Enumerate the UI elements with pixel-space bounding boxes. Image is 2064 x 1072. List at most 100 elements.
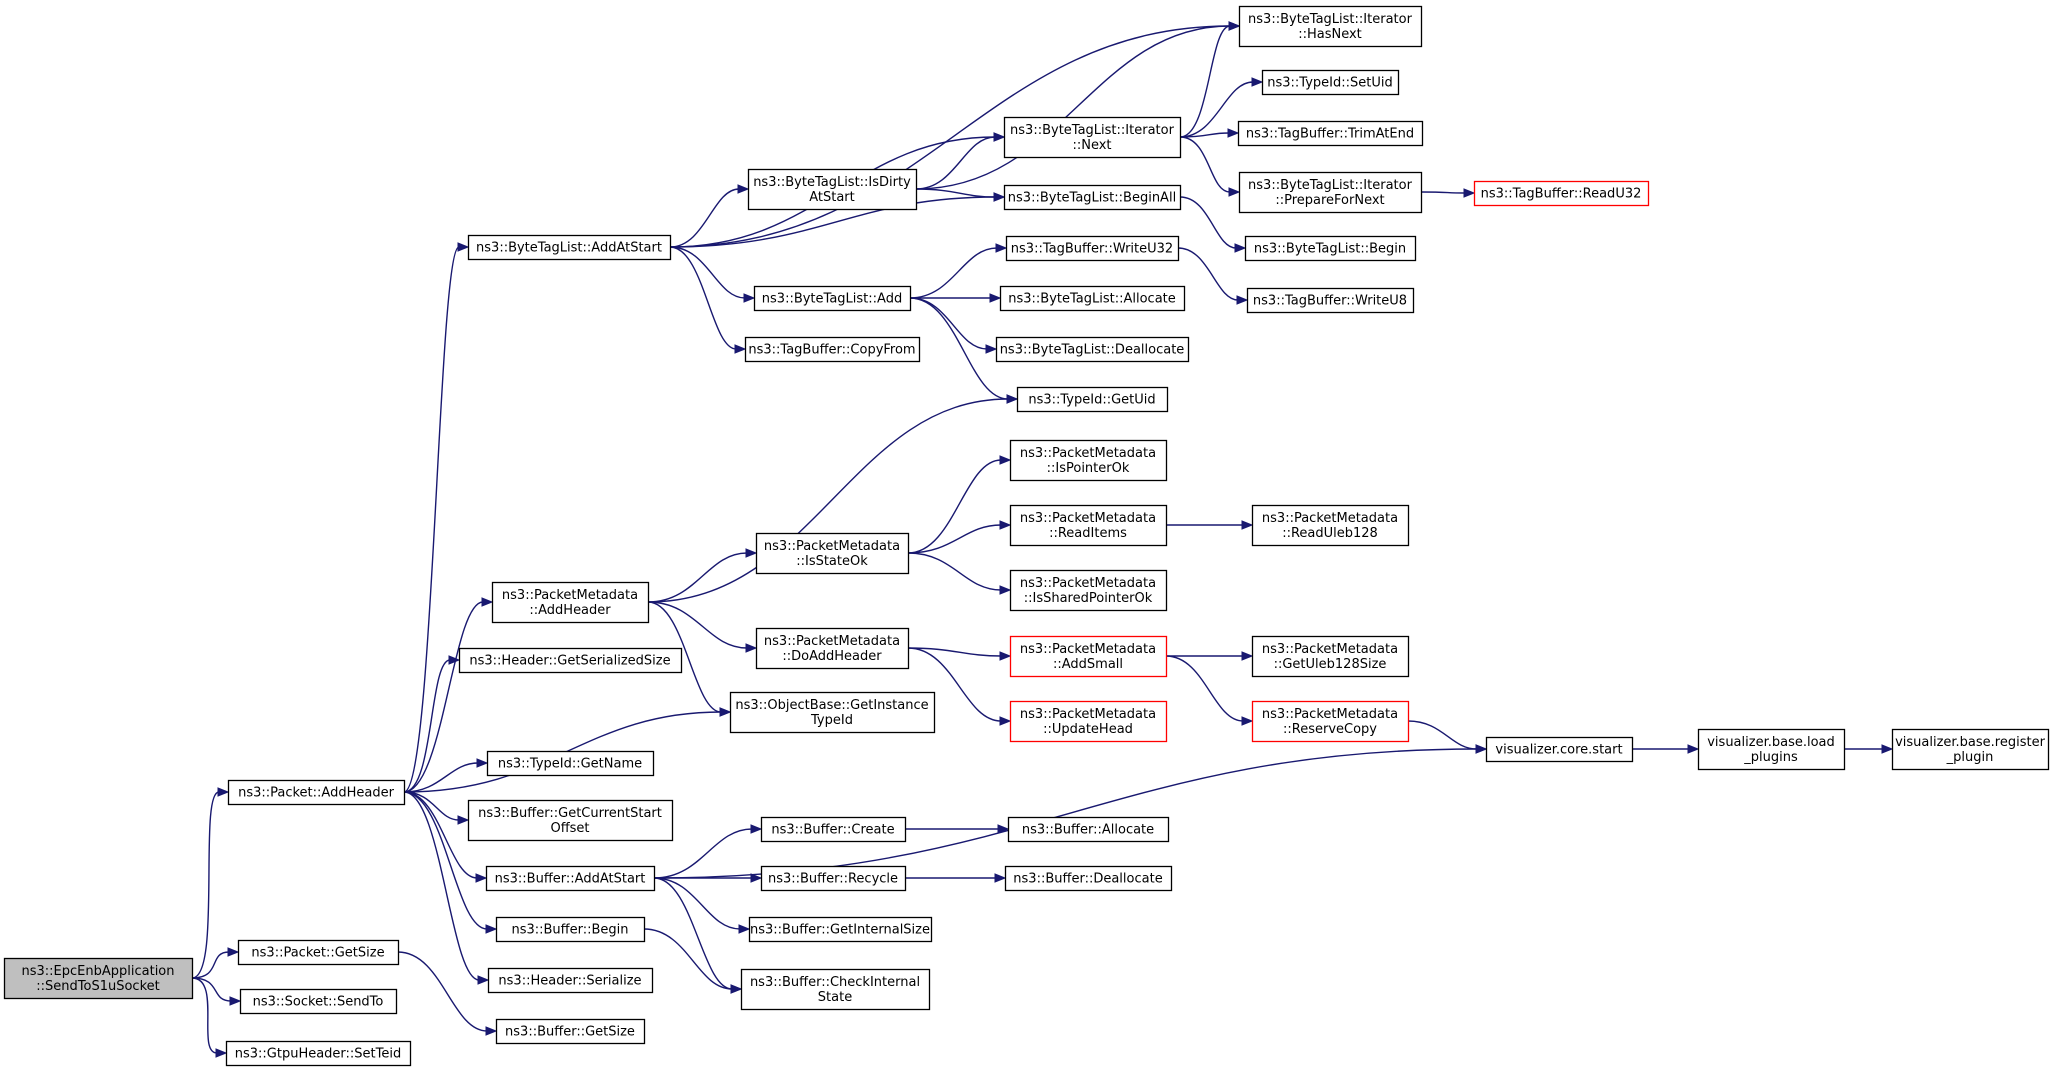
node-btl-deallocate[interactable]: ns3::ByteTagList::Deallocate bbox=[995, 336, 1190, 363]
node-label: ns3::Buffer::Allocate bbox=[1022, 823, 1154, 838]
node-pm-updatehead[interactable]: ns3::PacketMetadata::UpdateHead bbox=[1009, 700, 1168, 743]
node-pm-reservecopy[interactable]: ns3::PacketMetadata::ReserveCopy bbox=[1251, 700, 1410, 743]
edge-arrowhead bbox=[481, 597, 494, 607]
edge-vis_core_start-to-vis_load_plugins bbox=[1631, 744, 1700, 754]
node-pkt-addheader[interactable]: ns3::Packet::AddHeader bbox=[227, 779, 406, 806]
node-label: ::IsStateOk bbox=[796, 554, 868, 569]
edge-arrowhead bbox=[750, 873, 763, 883]
edge-pkt_getsize-to-buf_getsize bbox=[397, 951, 498, 1036]
edge-arrowhead bbox=[1241, 651, 1254, 661]
node-tid-getname[interactable]: ns3::TypeId::GetName bbox=[486, 750, 655, 777]
node-label: ::SendToS1uSocket bbox=[36, 979, 159, 994]
node-box bbox=[1485, 736, 1634, 763]
node-box bbox=[1005, 235, 1180, 262]
node-tb-writeu8[interactable]: ns3::TagBuffer::WriteU8 bbox=[1246, 287, 1415, 314]
edge-pkt_addheader-to-hdr_getsersize bbox=[403, 655, 461, 793]
node-label: _plugins bbox=[1743, 750, 1798, 765]
node-tid-setuid[interactable]: ns3::TypeId::SetUid bbox=[1261, 69, 1400, 96]
edge-line bbox=[1179, 81, 1254, 138]
edge-btl_isdirty-to-btli_next bbox=[915, 132, 1006, 190]
node-box bbox=[1891, 728, 2050, 771]
node-label: ns3::ByteTagList::Iterator bbox=[1248, 12, 1413, 27]
node-tid-getuid[interactable]: ns3::TypeId::GetUid bbox=[1016, 386, 1169, 413]
edge-line bbox=[907, 647, 1002, 657]
edge-line bbox=[909, 247, 998, 299]
node-label: visualizer.base.load bbox=[1707, 735, 1835, 750]
node-vis-load-plugins[interactable]: visualizer.base.load_plugins bbox=[1697, 728, 1846, 771]
node-hdr-getsersize[interactable]: ns3::Header::GetSerializedSize bbox=[458, 647, 683, 674]
node-buf-create[interactable]: ns3::Buffer::Create bbox=[760, 816, 907, 843]
node-buf-allocate[interactable]: ns3::Buffer::Allocate bbox=[1007, 816, 1170, 843]
node-btli-hasnext[interactable]: ns3::ByteTagList::Iterator::HasNext bbox=[1238, 5, 1423, 48]
edge-btli_prepare-to-tb_readu32 bbox=[1420, 188, 1476, 198]
edge-pm_addsmall-to-pm_getulebsize bbox=[1166, 651, 1254, 661]
edge-line bbox=[909, 297, 988, 350]
node-btl-beginall[interactable]: ns3::ByteTagList::BeginAll bbox=[1003, 184, 1182, 211]
node-box bbox=[744, 336, 921, 363]
node-btl-addatstart[interactable]: ns3::ByteTagList::AddAtStart bbox=[467, 234, 672, 261]
node-buf-addatstart[interactable]: ns3::Buffer::AddAtStart bbox=[485, 865, 656, 892]
node-label: ns3::Header::Serialize bbox=[498, 974, 641, 989]
edge-vis_load_plugins-to-vis_register_plugin bbox=[1843, 744, 1894, 754]
node-pm-isstateok[interactable]: ns3::PacketMetadata::IsStateOk bbox=[755, 532, 910, 575]
node-label: ns3::ByteTagList::IsDirty bbox=[753, 175, 911, 190]
node-pm-issharedptrok[interactable]: ns3::PacketMetadata::IsSharedPointerOk bbox=[1009, 569, 1168, 612]
node-buf-recycle[interactable]: ns3::Buffer::Recycle bbox=[760, 865, 907, 892]
edge-arrowhead bbox=[448, 655, 461, 665]
node-pm-addheader[interactable]: ns3::PacketMetadata::AddHeader bbox=[491, 581, 650, 624]
node-hdr-serialize[interactable]: ns3::Header::Serialize bbox=[487, 967, 654, 994]
edge-arrowhead bbox=[738, 924, 751, 934]
edge-arrowhead bbox=[999, 716, 1012, 726]
node-tb-trimatend[interactable]: ns3::TagBuffer::TrimAtEnd bbox=[1237, 120, 1424, 147]
edge-arrowhead bbox=[1006, 394, 1019, 404]
node-tb-readu32[interactable]: ns3::TagBuffer::ReadU32 bbox=[1473, 180, 1650, 207]
node-box bbox=[487, 967, 654, 994]
node-vis-register-plugin[interactable]: visualizer.base.register_plugin bbox=[1891, 728, 2050, 771]
node-pm-addsmall[interactable]: ns3::PacketMetadata::AddSmall bbox=[1009, 635, 1168, 678]
node-box bbox=[495, 1018, 646, 1045]
node-tb-copyfrom[interactable]: ns3::TagBuffer::CopyFrom bbox=[744, 336, 921, 363]
node-box bbox=[1697, 728, 1846, 771]
node-pm-readuleb[interactable]: ns3::PacketMetadata::ReadUleb128 bbox=[1251, 504, 1410, 547]
node-label: ns3::Buffer::Deallocate bbox=[1013, 872, 1162, 887]
node-tb-writeu32[interactable]: ns3::TagBuffer::WriteU32 bbox=[1005, 235, 1180, 262]
node-btl-begin[interactable]: ns3::ByteTagList::Begin bbox=[1244, 235, 1417, 262]
node-sock-sendto[interactable]: ns3::Socket::SendTo bbox=[239, 988, 398, 1015]
node-btli-prepare[interactable]: ns3::ByteTagList::Iterator::PrepareForNe… bbox=[1238, 171, 1423, 214]
edge-arrowhead bbox=[999, 455, 1012, 465]
node-pm-ispointerok[interactable]: ns3::PacketMetadata::IsPointerOk bbox=[1009, 439, 1168, 482]
node-btli-next[interactable]: ns3::ByteTagList::Iterator::Next bbox=[1003, 116, 1182, 159]
node-buf-deallocate[interactable]: ns3::Buffer::Deallocate bbox=[1004, 865, 1173, 892]
node-btl-add[interactable]: ns3::ByteTagList::Add bbox=[753, 285, 912, 312]
node-btl-allocate[interactable]: ns3::ByteTagList::Allocate bbox=[999, 285, 1186, 312]
node-buf-getinternal[interactable]: ns3::Buffer::GetInternalSize bbox=[748, 916, 933, 943]
edge-arrowhead bbox=[719, 707, 732, 717]
node-pm-readitems[interactable]: ns3::PacketMetadata::ReadItems bbox=[1009, 504, 1168, 547]
node-root[interactable]: ns3::EpcEnbApplication::SendToS1uSocket bbox=[3, 957, 194, 1000]
edge-line bbox=[915, 188, 996, 198]
edge-line bbox=[653, 877, 733, 990]
node-buf-begin[interactable]: ns3::Buffer::Begin bbox=[495, 916, 646, 943]
edge-arrowhead bbox=[999, 520, 1012, 530]
edge-btl_isdirty-to-btli_hasnext bbox=[915, 21, 1241, 190]
node-label: ns3::ByteTagList::Deallocate bbox=[1000, 343, 1185, 358]
node-vis-core-start[interactable]: visualizer.core.start bbox=[1485, 736, 1634, 763]
node-gtpu-setteid[interactable]: ns3::GtpuHeader::SetTeid bbox=[225, 1040, 412, 1067]
node-label: AtStart bbox=[809, 190, 855, 205]
node-buf-getsize[interactable]: ns3::Buffer::GetSize bbox=[495, 1018, 646, 1045]
edge-line bbox=[647, 601, 748, 649]
node-pm-doaddheader[interactable]: ns3::PacketMetadata::DoAddHeader bbox=[755, 627, 910, 670]
node-box bbox=[760, 816, 907, 843]
node-pm-getulebsize[interactable]: ns3::PacketMetadata::GetUleb128Size bbox=[1251, 635, 1410, 678]
node-pkt-getsize[interactable]: ns3::Packet::GetSize bbox=[237, 939, 400, 966]
node-label: ::PrepareForNext bbox=[1275, 193, 1384, 208]
edge-line bbox=[1420, 191, 1466, 194]
node-label: ::ReserveCopy bbox=[1283, 722, 1377, 737]
node-label: ::DoAddHeader bbox=[782, 649, 882, 664]
edge-btli_next-to-tid_setuid bbox=[1179, 77, 1264, 138]
node-label: ns3::TypeId::GetUid bbox=[1028, 393, 1155, 408]
